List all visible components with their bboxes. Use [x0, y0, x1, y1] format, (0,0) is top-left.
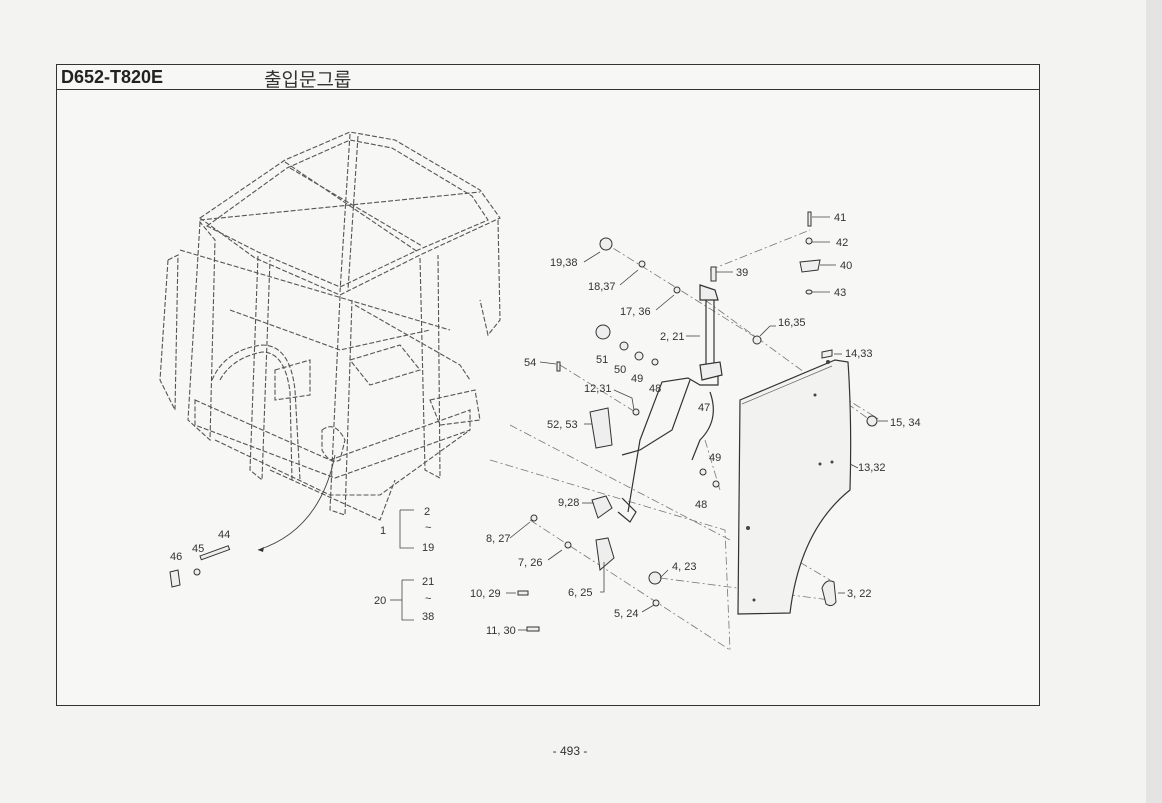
callout-4-23: 4, 23	[672, 561, 696, 573]
callout-9-28: 9,28	[558, 497, 579, 509]
group-20-end: 38	[422, 611, 434, 623]
callout-49b: 49	[709, 452, 721, 464]
group-20-tilde: ~	[425, 593, 431, 605]
door-glass	[737, 359, 852, 615]
callout-41: 41	[834, 212, 846, 224]
callout-18-37: 18,37	[588, 281, 616, 293]
callout-5-24: 5, 24	[614, 608, 638, 620]
small-parts	[169, 211, 878, 632]
callout-10-29: 10, 29	[470, 588, 501, 600]
leader-lines	[390, 216, 888, 631]
callout-48a: 48	[649, 383, 661, 395]
group-title: 출입문그룹	[264, 69, 352, 91]
group-1-end: 19	[422, 542, 434, 554]
group-1-start: 2	[424, 506, 430, 518]
page-edge	[1146, 0, 1162, 803]
callout-19-38: 19,38	[550, 257, 578, 269]
callout-8-27: 8, 27	[486, 533, 510, 545]
cab-frame	[159, 131, 501, 521]
door-handle-part	[821, 580, 837, 607]
page-number: - 493 -	[552, 744, 588, 758]
callout-2-21: 2, 21	[660, 331, 684, 343]
group-1-label: 1	[380, 525, 386, 537]
callout-44: 44	[218, 529, 230, 541]
callout-16-35: 16,35	[778, 317, 806, 329]
callout-50: 50	[614, 364, 626, 376]
callout-7-26: 7, 26	[518, 557, 542, 569]
callout-49a: 49	[631, 373, 643, 385]
callout-40: 40	[840, 260, 852, 272]
model-code: D652-T820E	[61, 67, 164, 87]
callout-13-32: 13,32	[858, 462, 886, 474]
hinge-rod	[617, 284, 723, 523]
cab-leader-line	[257, 454, 336, 551]
diagram-frame: D652-T820E 출입문그룹	[56, 64, 1040, 706]
callout-45: 45	[192, 543, 204, 555]
callout-labels: 41 42 40 43 39 19,38 18,37 17, 36 16,35 …	[170, 212, 921, 637]
callout-46: 46	[170, 551, 182, 563]
callout-42: 42	[836, 237, 848, 249]
callout-11-30: 11, 30	[486, 625, 516, 637]
group-20-start: 21	[422, 576, 434, 588]
leader-arrow	[258, 547, 264, 552]
callout-39: 39	[736, 267, 748, 279]
callout-17-36: 17, 36	[620, 306, 651, 318]
group-1-tilde: ~	[425, 522, 431, 534]
callout-47: 47	[698, 402, 710, 414]
callout-48b: 48	[695, 499, 707, 511]
callout-51: 51	[596, 354, 608, 366]
callout-3-22: 3, 22	[847, 588, 871, 600]
callout-15-34: 15, 34	[890, 417, 921, 429]
group-20-label: 20	[374, 595, 386, 607]
title-bar: D652-T820E 출입문그룹	[57, 65, 1039, 91]
callout-52-53: 52, 53	[547, 419, 578, 431]
callout-12-31: 12,31	[584, 383, 612, 395]
callout-6-25: 6, 25	[568, 587, 592, 599]
callout-43: 43	[834, 287, 846, 299]
callout-14-33: 14,33	[845, 348, 873, 360]
callout-54: 54	[524, 357, 536, 369]
